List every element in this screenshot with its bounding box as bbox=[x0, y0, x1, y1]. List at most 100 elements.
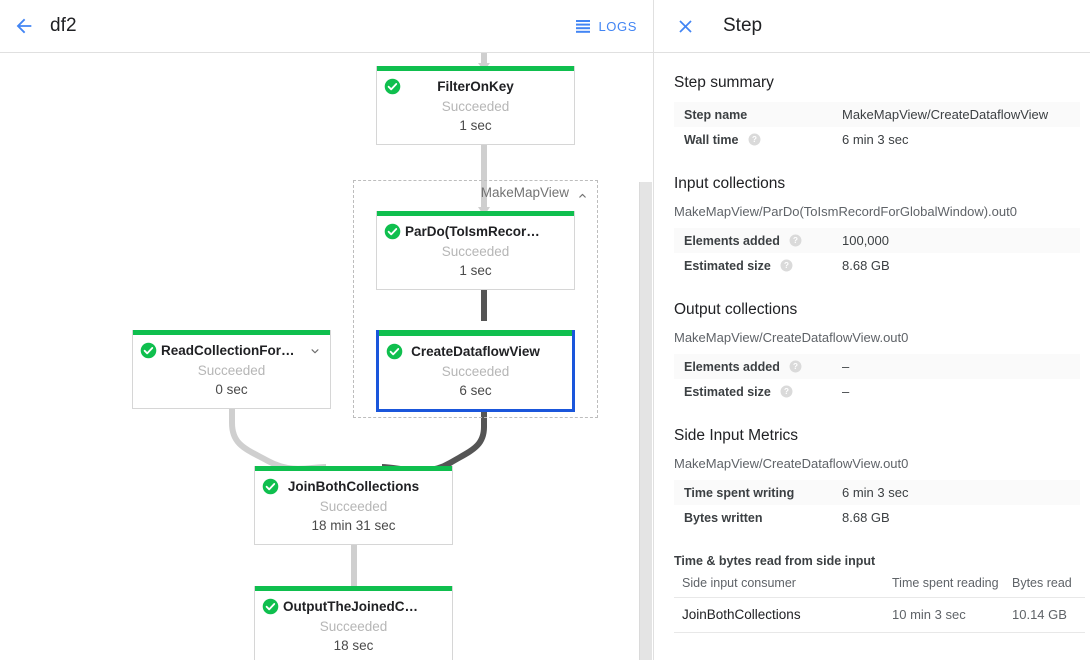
graph-node-outputthejoinedcollection[interactable]: OutputTheJoinedCollec… Succeeded 18 sec bbox=[254, 586, 453, 660]
row-label-elements-added: Elements added ? bbox=[674, 228, 842, 253]
success-check-icon bbox=[262, 598, 279, 615]
section-title-output-collections: Output collections bbox=[674, 301, 798, 318]
cell-time-spent-reading: 10 min 3 sec bbox=[892, 597, 1012, 633]
status-bar bbox=[379, 330, 572, 336]
node-status: Succeeded bbox=[441, 99, 510, 114]
graph-node-filteronkey[interactable]: FilterOnKey Succeeded 1 sec bbox=[376, 66, 575, 145]
svg-text:?: ? bbox=[793, 236, 798, 245]
graph-node-readcollectionforjoin[interactable]: ReadCollectionForJoin Succeeded 0 sec bbox=[132, 330, 331, 409]
pane-divider bbox=[653, 0, 654, 660]
step-summary-table: Step name MakeMapView/CreateDataflowView… bbox=[674, 102, 1080, 152]
cell-side-input-consumer: JoinBothCollections bbox=[674, 597, 892, 633]
page-title: df2 bbox=[50, 15, 77, 36]
column-header-side-input-consumer[interactable]: Side input consumer bbox=[674, 572, 892, 598]
node-duration: 1 sec bbox=[459, 118, 492, 133]
node-duration: 1 sec bbox=[459, 263, 492, 278]
node-status: Succeeded bbox=[319, 499, 388, 514]
row-label-step-name: Step name bbox=[674, 102, 842, 127]
node-status: Succeeded bbox=[441, 244, 510, 259]
cell-bytes-read: 10.14 GB bbox=[1012, 597, 1085, 633]
side-input-read-table: Side input consumer Time spent reading B… bbox=[674, 572, 1085, 633]
section-title-input-collections: Input collections bbox=[674, 175, 786, 192]
close-icon[interactable] bbox=[673, 14, 697, 38]
pipeline-graph-canvas[interactable]: MakeMapView FilterOnKey Succeeded 1 sec bbox=[0, 53, 653, 660]
back-arrow-icon[interactable] bbox=[12, 14, 36, 38]
help-icon[interactable]: ? bbox=[780, 385, 793, 398]
row-label-estimated-size: Estimated size ? bbox=[674, 253, 842, 278]
table-row: Estimated size ? – bbox=[674, 379, 1080, 404]
column-header-time-spent-reading[interactable]: Time spent reading bbox=[892, 572, 1012, 598]
table-row: Bytes written 8.68 GB bbox=[674, 505, 1080, 530]
svg-text:?: ? bbox=[784, 261, 789, 270]
row-label-estimated-size: Estimated size ? bbox=[674, 379, 842, 404]
row-value-wall-time: 6 min 3 sec bbox=[842, 132, 909, 147]
node-duration: 6 sec bbox=[459, 383, 492, 398]
table-header: Side input consumer Time spent reading B… bbox=[674, 572, 1085, 598]
row-value-step-name: MakeMapView/CreateDataflowView bbox=[842, 102, 1080, 127]
row-label-elements-added: Elements added ? bbox=[674, 354, 842, 379]
chevron-up-icon[interactable] bbox=[576, 189, 589, 202]
graph-node-pardo-toismrecordfor[interactable]: ParDo(ToIsmRecordFor… Succeeded 1 sec bbox=[376, 211, 575, 290]
status-bar bbox=[133, 330, 330, 335]
node-title: ParDo(ToIsmRecordFor… bbox=[405, 224, 566, 239]
table-row: Time spent writing 6 min 3 sec bbox=[674, 480, 1080, 505]
node-status: Succeeded bbox=[197, 363, 266, 378]
success-check-icon bbox=[386, 343, 403, 360]
input-collection-name: MakeMapView/ParDo(ToIsmRecordForGlobalWi… bbox=[674, 204, 1017, 219]
transform-group-makemapview[interactable]: MakeMapView bbox=[353, 180, 598, 418]
row-value-bytes-written: 8.68 GB bbox=[842, 510, 890, 525]
transform-group-label: MakeMapView bbox=[480, 185, 569, 200]
row-label-time-spent-writing: Time spent writing bbox=[674, 480, 842, 505]
node-title: OutputTheJoinedCollec… bbox=[283, 599, 444, 614]
success-check-icon bbox=[262, 478, 279, 495]
top-app-bar: df2 LOGS bbox=[0, 0, 653, 53]
node-duration: 18 sec bbox=[333, 638, 374, 653]
row-value-elements-added: – bbox=[842, 354, 1080, 379]
node-status: Succeeded bbox=[319, 619, 388, 634]
output-collections-table: Elements added ? – Estimated size ? bbox=[674, 354, 1080, 404]
node-status: Succeeded bbox=[441, 364, 510, 379]
graph-node-joinbothcollections[interactable]: JoinBothCollections Succeeded 18 min 31 … bbox=[254, 466, 453, 545]
row-value-elements-added: 100,000 bbox=[842, 228, 1080, 253]
step-details-panel: Step Step summary Step name MakeMapView/… bbox=[653, 0, 1090, 660]
logs-button[interactable]: LOGS bbox=[575, 18, 637, 34]
status-bar bbox=[255, 586, 452, 591]
subsection-title-side-input-read: Time & bytes read from side input bbox=[674, 554, 876, 568]
node-duration: 0 sec bbox=[215, 382, 248, 397]
table-header-row: Side input consumer Time spent reading B… bbox=[674, 572, 1085, 598]
job-graph-pane: df2 LOGS bbox=[0, 0, 653, 660]
row-value-estimated-size: – bbox=[842, 384, 850, 399]
table-row: Elements added ? 100,000 bbox=[674, 228, 1080, 253]
list-icon bbox=[576, 20, 591, 33]
table-row: Estimated size ? 8.68 GB bbox=[674, 253, 1080, 278]
logs-label: LOGS bbox=[598, 18, 637, 34]
chevron-down-icon[interactable] bbox=[308, 344, 322, 358]
table-row[interactable]: JoinBothCollections 10 min 3 sec 10.14 G… bbox=[674, 597, 1085, 633]
help-icon[interactable]: ? bbox=[748, 133, 761, 146]
node-title: JoinBothCollections bbox=[287, 479, 420, 494]
side-input-metrics-table: Time spent writing 6 min 3 sec Bytes wri… bbox=[674, 480, 1080, 530]
success-check-icon bbox=[140, 342, 157, 359]
node-title: CreateDataflowView bbox=[411, 344, 540, 359]
row-value-time-spent-writing: 6 min 3 sec bbox=[842, 480, 1080, 505]
graph-scrollbar-thumb[interactable] bbox=[639, 182, 652, 660]
node-title: FilterOnKey bbox=[437, 79, 514, 94]
success-check-icon bbox=[384, 223, 401, 240]
row-value-estimated-size: 8.68 GB bbox=[842, 258, 890, 273]
node-duration: 18 min 31 sec bbox=[311, 518, 396, 533]
table-body: JoinBothCollections 10 min 3 sec 10.14 G… bbox=[674, 597, 1085, 633]
svg-text:?: ? bbox=[793, 362, 798, 371]
panel-title: Step bbox=[723, 15, 763, 36]
help-icon[interactable]: ? bbox=[780, 259, 793, 272]
status-bar bbox=[377, 66, 574, 71]
help-icon[interactable]: ? bbox=[789, 360, 802, 373]
help-icon[interactable]: ? bbox=[789, 234, 802, 247]
section-title-step-summary: Step summary bbox=[674, 74, 774, 91]
side-input-collection-name: MakeMapView/CreateDataflowView.out0 bbox=[674, 456, 909, 471]
svg-text:?: ? bbox=[784, 387, 789, 396]
graph-node-createdataflowview[interactable]: CreateDataflowView Succeeded 6 sec bbox=[376, 330, 575, 412]
column-header-bytes-read[interactable]: Bytes read bbox=[1012, 572, 1085, 598]
status-bar bbox=[377, 211, 574, 216]
output-collection-name: MakeMapView/CreateDataflowView.out0 bbox=[674, 330, 909, 345]
